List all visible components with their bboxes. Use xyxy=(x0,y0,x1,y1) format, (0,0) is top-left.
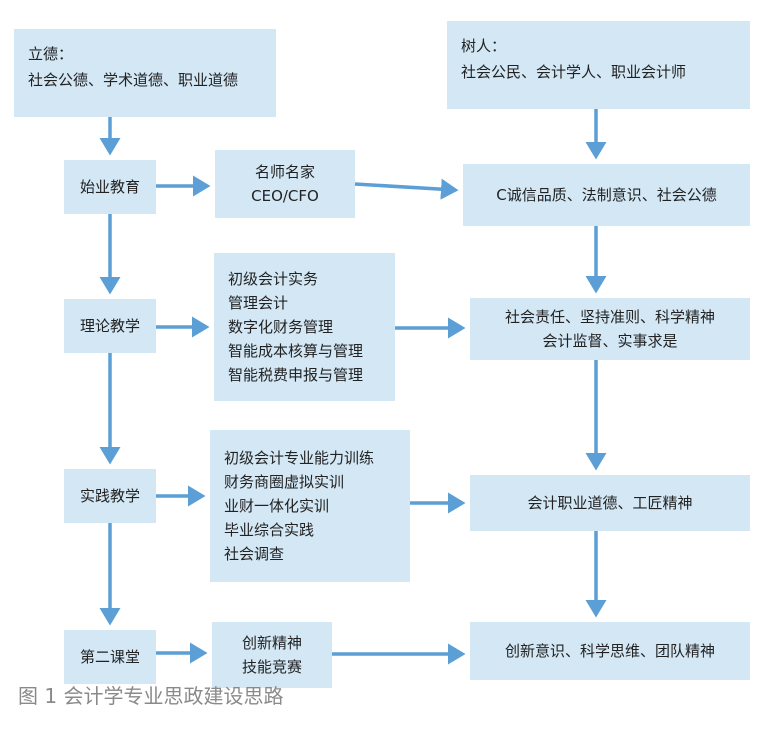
node-training-line-5: 社会调查 xyxy=(224,545,285,563)
node-chengxin-label: C诚信品质、法制意识、社会公德 xyxy=(496,186,717,204)
node-shijian: 实践教学 xyxy=(64,469,156,523)
node-yishi-label: 创新意识、科学思维、团队精神 xyxy=(504,642,715,660)
node-shiye-label: 始业教育 xyxy=(79,178,140,196)
node-dierketang: 第二课堂 xyxy=(64,630,156,684)
node-courses-line-4: 智能成本核算与管理 xyxy=(228,342,364,360)
node-courses-line-3: 数字化财务管理 xyxy=(228,318,334,336)
node-courses-line-5: 智能税费申报与管理 xyxy=(228,366,364,384)
node-shuren-line-1: 树人： xyxy=(461,37,507,55)
node-lide-line-2: 社会公德、学术道德、职业道德 xyxy=(28,71,239,89)
node-mingshi: 名师名家 CEO/CFO xyxy=(215,150,355,218)
node-lide-line-1: 立德： xyxy=(28,45,74,63)
node-courses: 初级会计实务 管理会计 数字化财务管理 智能成本核算与管理 智能税费申报与管理 xyxy=(214,253,395,401)
figure-caption: 图 1 会计学专业思政建设思路 xyxy=(18,684,284,708)
node-training: 初级会计专业能力训练 财务商圈虚拟实训 业财一体化实训 毕业综合实践 社会调查 xyxy=(210,430,410,582)
node-shuren: 树人： 社会公民、会计学人、职业会计师 xyxy=(447,21,750,109)
node-shiye: 始业教育 xyxy=(64,160,156,214)
node-zeren: 社会责任、坚持准则、科学精神 会计监督、实事求是 xyxy=(470,298,750,360)
node-zeren-line-2: 会计监督、实事求是 xyxy=(542,332,678,350)
node-daode: 会计职业道德、工匠精神 xyxy=(470,475,750,531)
node-zeren-line-1: 社会责任、坚持准则、科学精神 xyxy=(504,308,715,326)
node-chuangxin-line-1: 创新精神 xyxy=(241,634,302,652)
node-shijian-label: 实践教学 xyxy=(79,487,140,505)
node-lilun-label: 理论教学 xyxy=(79,317,140,335)
node-daode-label: 会计职业道德、工匠精神 xyxy=(527,494,693,512)
node-dierketang-label: 第二课堂 xyxy=(79,648,140,666)
arrow-mingshi-to-chengxin xyxy=(354,178,459,200)
node-mingshi-line-2: CEO/CFO xyxy=(251,187,319,205)
node-training-line-4: 毕业综合实践 xyxy=(224,521,315,539)
node-courses-line-2: 管理会计 xyxy=(228,294,289,312)
node-lide: 立德： 社会公德、学术道德、职业道德 xyxy=(14,29,276,117)
node-shuren-line-2: 社会公民、会计学人、职业会计师 xyxy=(461,63,687,81)
node-training-line-1: 初级会计专业能力训练 xyxy=(224,449,375,467)
node-training-line-2: 财务商圈虚拟实训 xyxy=(224,473,345,491)
node-chengxin: C诚信品质、法制意识、社会公德 xyxy=(463,164,750,226)
node-training-line-3: 业财一体化实训 xyxy=(224,497,330,515)
node-mingshi-line-1: 名师名家 xyxy=(254,163,315,181)
node-chuangxin: 创新精神 技能竞赛 xyxy=(212,622,332,688)
node-courses-line-1: 初级会计实务 xyxy=(228,270,319,288)
node-lilun: 理论教学 xyxy=(64,299,156,353)
node-yishi: 创新意识、科学思维、团队精神 xyxy=(470,622,750,680)
node-chuangxin-line-2: 技能竞赛 xyxy=(241,658,302,676)
